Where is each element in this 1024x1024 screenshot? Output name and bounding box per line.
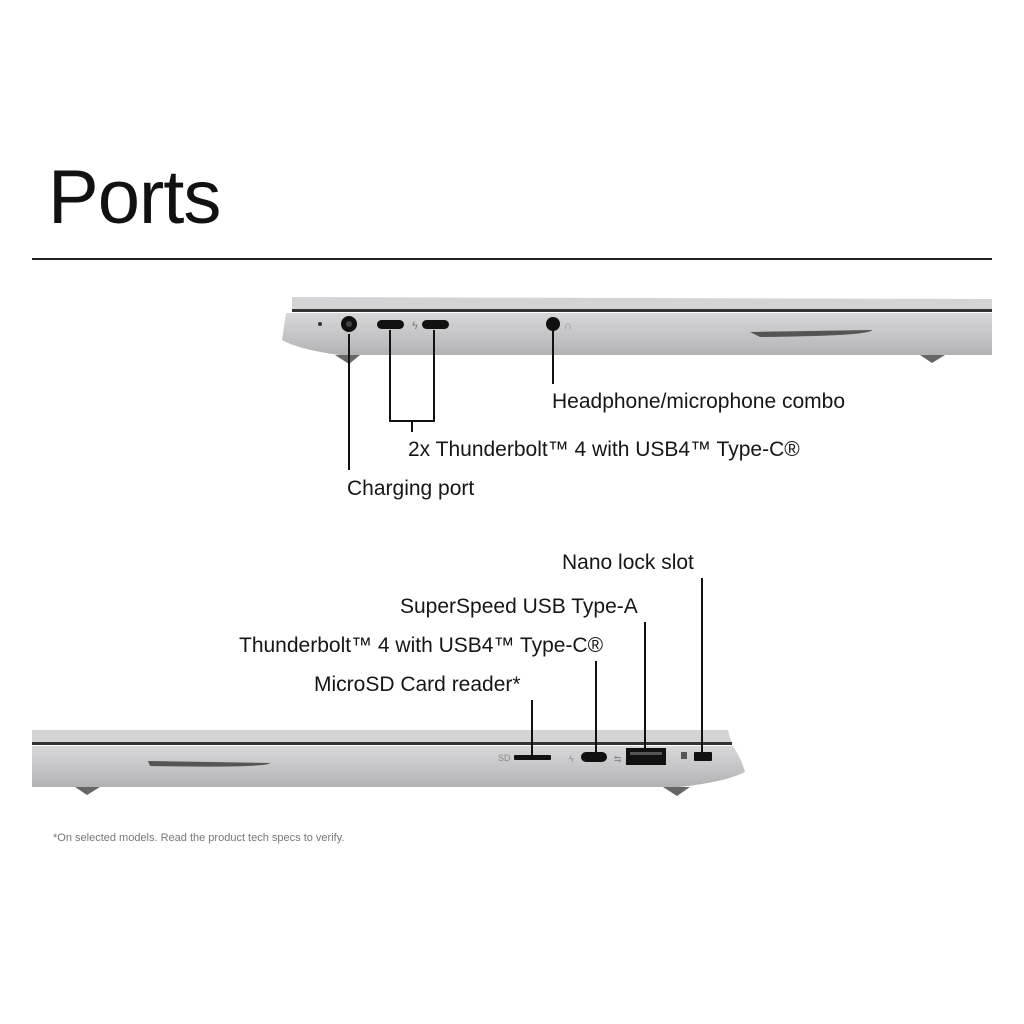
label-microsd: MicroSD Card reader*	[314, 673, 521, 696]
lock-icon	[681, 752, 687, 759]
thunderbolt-leader-line	[433, 330, 435, 422]
charging-leader-line	[348, 334, 350, 470]
label-charging-port: Charging port	[347, 477, 475, 500]
usb-a-leader-line	[644, 622, 646, 749]
usb-c-port-icon	[377, 320, 404, 329]
label-nano-lock: Nano lock slot	[562, 551, 694, 574]
page-title: Ports	[48, 155, 221, 240]
nano-lock-slot-icon	[694, 752, 712, 761]
label-thunderbolt-2x: 2x Thunderbolt™ 4 with USB4™ Type-C®	[408, 438, 800, 461]
thunderbolt-icon: ϟ	[569, 754, 574, 764]
title-divider	[32, 258, 992, 260]
usb-c-port-icon	[422, 320, 449, 329]
microsd-leader-line	[531, 700, 533, 757]
usb-c-port-icon	[581, 752, 607, 762]
vent	[750, 330, 872, 337]
thunderbolt-icon: ϟ	[412, 320, 418, 332]
thunderbolt-leader-line	[389, 330, 391, 422]
nano-lock-leader-line	[701, 578, 703, 754]
laptop-left-side: ϟ ∩	[282, 297, 992, 364]
usb-a-port-icon	[626, 748, 666, 765]
microsd-slot-icon	[514, 755, 551, 760]
usb-icon: ⇆	[614, 754, 622, 764]
headphone-jack-icon	[546, 317, 560, 331]
foot-left	[335, 355, 360, 364]
headphone-leader-line	[552, 330, 554, 384]
thunderbolt-bracket-stem	[411, 420, 413, 432]
footnote: *On selected models. Read the product te…	[53, 832, 345, 844]
thunderbolt-leader-line	[595, 661, 597, 753]
vent	[148, 761, 270, 767]
sd-mark: SD	[498, 753, 511, 763]
label-headphone: Headphone/microphone combo	[552, 390, 846, 413]
label-usb-a: SuperSpeed USB Type-A	[400, 595, 638, 618]
headphone-icon: ∩	[564, 320, 572, 332]
laptop-right-side: SD ϟ ⇆	[32, 730, 745, 796]
label-thunderbolt: Thunderbolt™ 4 with USB4™ Type-C®	[239, 634, 604, 657]
